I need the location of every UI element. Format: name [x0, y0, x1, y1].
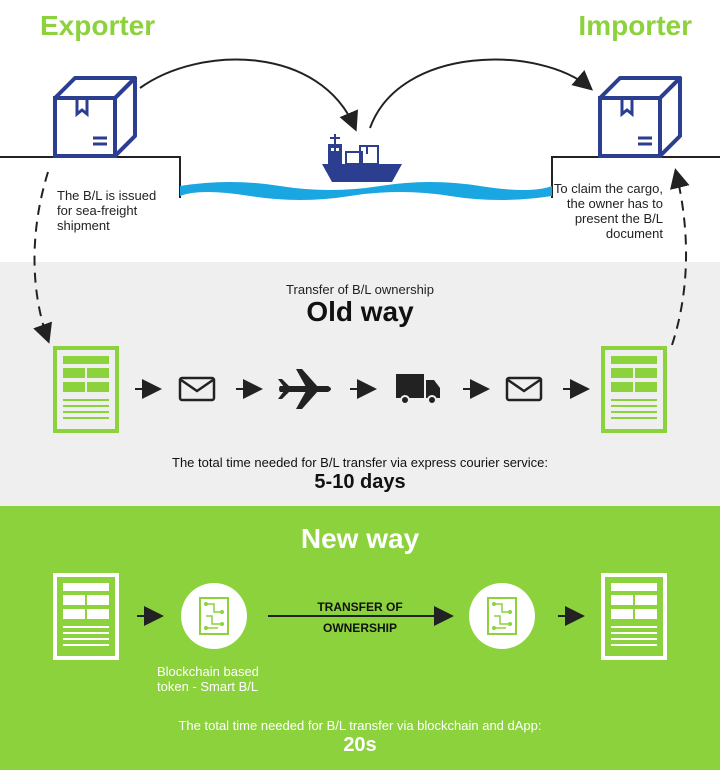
importer-label: Importer: [578, 10, 692, 41]
token-icon: [181, 583, 247, 649]
document-icon: [601, 573, 667, 660]
new-way-section: [0, 506, 720, 770]
truck-icon: [396, 374, 440, 405]
token-label-line1: Blockchain based: [157, 664, 259, 679]
arrow-icon: [139, 58, 358, 132]
issued-note: The B/L is issued for sea-freight shipme…: [57, 188, 157, 233]
water: [180, 182, 552, 200]
old-way-subtitle: Transfer of B/L ownership: [286, 282, 434, 297]
document-icon: [53, 346, 119, 433]
document-icon: [53, 573, 119, 660]
envelope-icon: [505, 376, 543, 402]
new-way-time-text: The total time needed for B/L transfer v…: [178, 718, 542, 733]
new-way-title: New way: [300, 523, 420, 554]
arrow-icon: [670, 168, 690, 346]
token-label-line2: token - Smart B/L: [157, 679, 259, 694]
envelope-icon: [178, 376, 216, 402]
exporter-label: Exporter: [40, 10, 156, 41]
document-icon: [601, 346, 667, 433]
token-icon: [469, 583, 535, 649]
transfer-label: TRANSFER OF: [290, 600, 430, 614]
arrow-icon: [33, 171, 52, 344]
airplane-icon: [278, 369, 331, 409]
old-way-time-text: The total time needed for B/L transfer v…: [172, 455, 548, 470]
old-way-time-value: 5-10 days: [314, 471, 406, 493]
transfer-label-second: OWNERSHIP: [290, 621, 430, 635]
claim-note: To claim the cargo, the owner has to pre…: [553, 181, 663, 241]
transfer-label-line1: TRANSFER OF: [317, 600, 403, 614]
transfer-label-line2: OWNERSHIP: [322, 621, 397, 635]
box-icon: [53, 76, 137, 158]
new-way-time-value: 20s: [343, 734, 377, 756]
token-label: Blockchain based token - Smart B/L: [157, 664, 259, 694]
importer-quay: [551, 156, 720, 198]
arrow-icon: [369, 58, 594, 129]
old-way-title: Old way: [306, 296, 414, 327]
box-icon: [598, 76, 682, 158]
ship-icon: [322, 134, 402, 182]
